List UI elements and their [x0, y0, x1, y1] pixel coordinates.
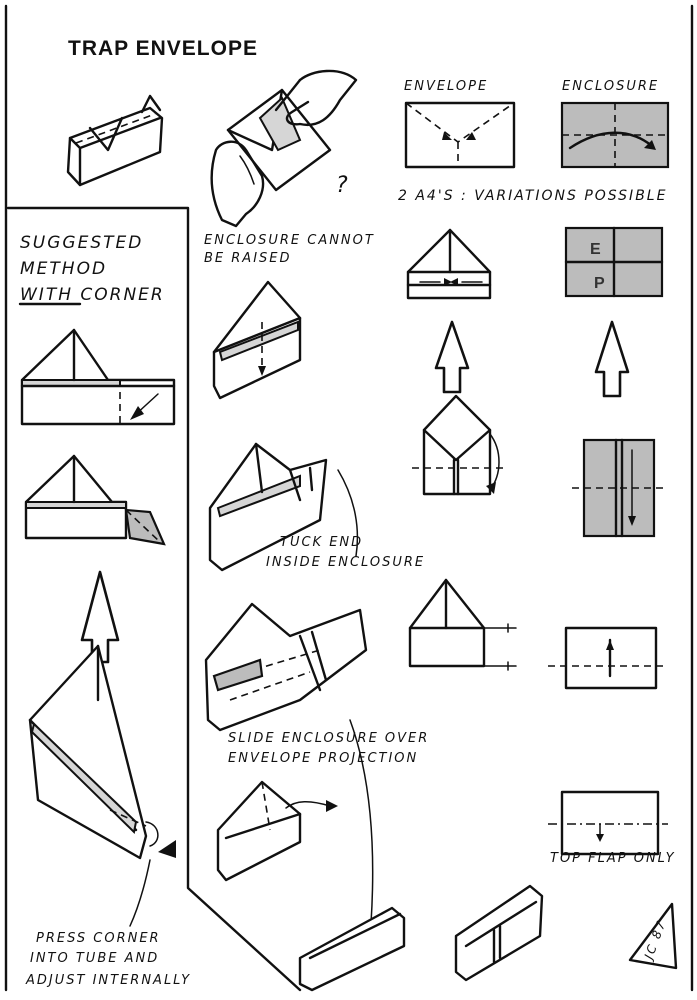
top-flap-sketch	[548, 792, 668, 854]
enclosure-step-folded	[572, 440, 666, 536]
bottom-envelope-sketch-2	[456, 886, 542, 980]
bottom-envelope-sketch-1	[300, 908, 404, 990]
envelope-step-triangle	[408, 230, 490, 298]
label-suggested-3: WITH CORNER	[20, 285, 165, 305]
middle-sketch-2-tuck	[210, 444, 326, 570]
label-envelope: ENVELOPE	[404, 79, 488, 94]
left-pointer-arrow	[158, 840, 176, 858]
label-variations: 2 A4'S : VARIATIONS POSSIBLE	[398, 188, 667, 204]
left-pointer-line	[130, 860, 150, 926]
label-tuck-2: INSIDE ENCLOSURE	[266, 555, 425, 570]
label-tuck-1: TUCK END	[280, 535, 363, 550]
label-press-2: INTO TUBE AND	[30, 951, 159, 966]
label-top-flap: TOP FLAP ONLY	[550, 851, 676, 866]
label-enclosure-cannot-2: BE RAISED	[204, 251, 292, 266]
hands-holding-sketch	[212, 71, 356, 226]
envelope-step-flat	[410, 580, 516, 670]
middle-sketch-4	[218, 782, 338, 880]
envelope-sheet	[406, 103, 514, 167]
finished-envelope-sketch	[68, 96, 162, 185]
enclosure-letter-p: P	[594, 275, 605, 292]
middle-sketch-1	[214, 282, 300, 398]
enclosure-sheet	[562, 103, 668, 167]
question-mark: ?	[336, 173, 350, 198]
label-suggested-2: METHOD	[20, 259, 107, 279]
left-hollow-arrow	[82, 572, 118, 662]
label-enclosure: ENCLOSURE	[562, 79, 659, 94]
label-slide-1: SLIDE ENCLOSURE OVER	[228, 731, 429, 746]
envelope-step-folded	[412, 396, 504, 494]
enclosure-step-flat	[548, 628, 668, 688]
signature: JC 87	[630, 904, 676, 968]
enclosure-letter-e: E	[590, 241, 601, 258]
left-step-1	[22, 330, 174, 424]
label-press-1: PRESS CORNER	[36, 931, 161, 946]
label-suggested-1: SUGGESTED	[20, 233, 143, 253]
label-slide-2: ENVELOPE PROJECTION	[228, 751, 418, 766]
label-press-3: ADJUST INTERNALLY	[25, 973, 191, 988]
hollow-arrow-envelope	[436, 322, 468, 392]
label-enclosure-cannot-1: ENCLOSURE CANNOT	[204, 233, 375, 248]
left-step-3-finished	[30, 646, 158, 858]
page-title: TRAP ENVELOPE	[68, 37, 258, 60]
left-step-2	[26, 456, 164, 544]
hollow-arrow-enclosure	[596, 322, 628, 396]
enclosure-step-grid: E P	[566, 228, 662, 296]
middle-sketch-3-slide	[206, 604, 366, 730]
